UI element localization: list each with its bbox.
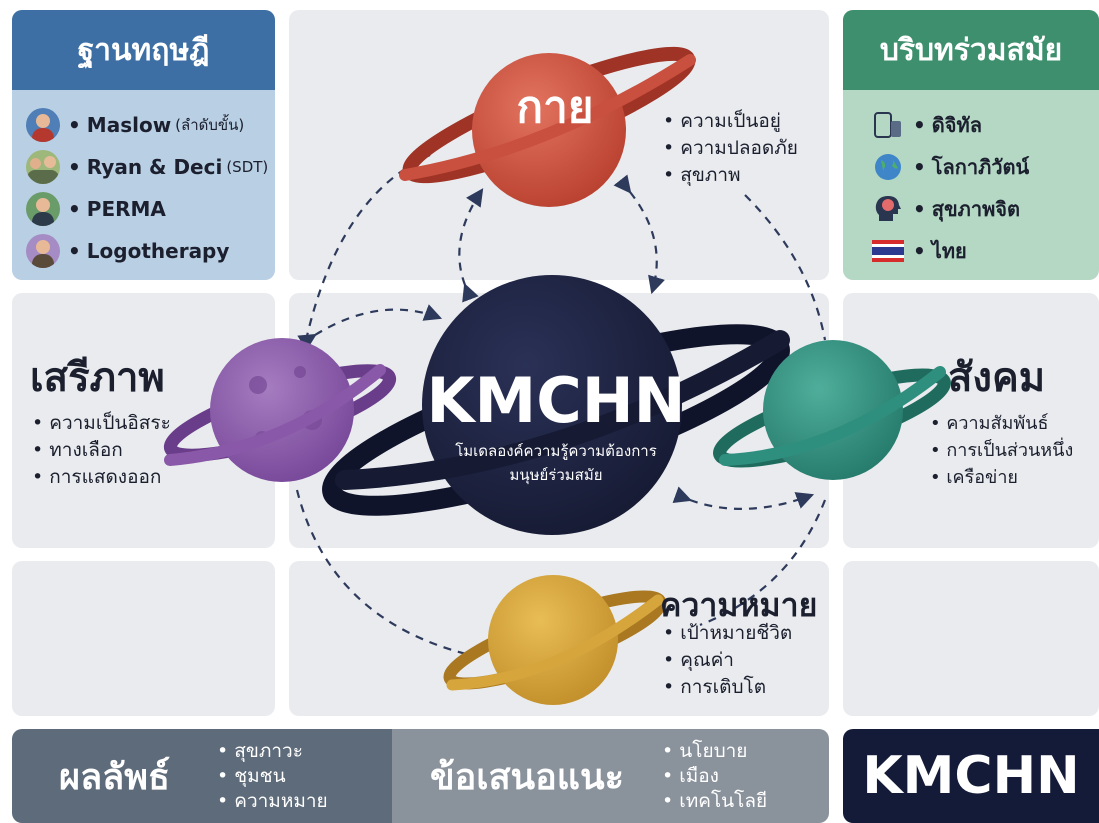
core-title: KMCHN [426,364,685,437]
social-item: การเป็นส่วนหนึ่ง [930,437,1073,464]
context-item-label: โลกาภิวัตน์ [931,155,1030,179]
theory-item-ryan-deci: • Ryan & Deci (SDT) [26,146,275,188]
freedom-item: การแสดงออก [32,464,171,491]
theory-item-maslow: • Maslow (ลำดับขั้น) [26,104,275,146]
thai-flag-icon [871,236,905,266]
brain-head-icon [871,194,905,224]
social-title: สังคม [948,355,1046,401]
connector-outer-topright [744,194,827,341]
recommendations-item: เทคโนโลยี [662,789,767,814]
context-item-globalization: • โลกาภิวัตน์ [871,146,1099,188]
theory-item-note: (SDT) [226,158,269,176]
recommendations-item: เมือง [662,764,767,789]
freedom-item: ความเป็นอิสระ [32,410,171,437]
social-item: ความสัมพันธ์ [930,410,1073,437]
context-item-label: สุขภาพจิต [931,197,1020,221]
outcomes-list: สุขภาวะ ชุมชน ความหมาย [217,739,328,814]
body-list: ความเป็นอยู่ ความปลอดภัย สุขภาพ [663,108,798,189]
connector-outer-bottomright [699,499,827,627]
context-item-thailand: • ไทย [871,230,1099,272]
recommendations-list: นโยบาย เมือง เทคโนโลยี [662,739,767,814]
people-icon [26,150,60,184]
connector-freedom-core [297,304,443,351]
meaning-item: คุณค่า [663,647,792,674]
grid-cell [843,561,1099,716]
planet-core [322,275,790,535]
planet-freedom [163,338,397,482]
context-item-mental-health: • สุขภาพจิต [871,188,1099,230]
body-item: ความเป็นอยู่ [663,108,798,135]
context-item-digital: • ดิจิทัล [871,104,1099,146]
meaning-title: ความหมาย [660,586,818,624]
context-panel-header: บริบทร่วมสมัย [843,10,1099,90]
planet-meaning [443,575,667,705]
person-icon [26,192,60,226]
outcomes-item: ความหมาย [217,789,327,814]
theory-panel: ฐานทฤษฎี • Maslow (ลำดับขั้น) • Ryan & D… [12,10,275,280]
connector-outer-bottomleft [295,489,471,657]
theory-item-name: Ryan & Deci [86,155,223,179]
brand-band: KMCHN [843,729,1099,823]
theory-item-note: (ลำดับขั้น) [175,116,245,134]
connector-body-core-right [613,174,665,295]
body-item: ความปลอดภัย [663,135,798,162]
body-item: สุขภาพ [663,162,798,189]
social-list: ความสัมพันธ์ การเป็นส่วนหนึ่ง เครือข่าย [930,410,1073,491]
context-item-label: ดิจิทัล [931,113,982,137]
outcomes-band: ผลลัพธ์ สุขภาวะ ชุมชน ความหมาย [12,729,392,823]
outcomes-item: สุขภาวะ [217,739,328,764]
context-title: บริบทร่วมสมัย [879,32,1063,68]
theory-item-name: Logotherapy [86,239,230,263]
brand-label: KMCHN [862,746,1080,806]
outcomes-item: ชุมชน [217,764,328,789]
devices-icon [871,110,905,140]
recommendations-title: ข้อเสนอแนะ [430,756,624,798]
theory-title: ฐานทฤษฎี [77,32,210,68]
freedom-item: ทางเลือก [32,437,171,464]
connector-arrows [295,153,827,657]
meaning-item: เป้าหมายชีวิต [663,620,792,647]
globe-icon [871,152,905,182]
context-item-label: ไทย [931,239,967,263]
theory-item-logotherapy: • Logotherapy [26,230,275,272]
theory-item-perma: • PERMA [26,188,275,230]
connector-body-core-left [458,188,484,303]
meaning-list: เป้าหมายชีวิต คุณค่า การเติบโต [663,620,792,701]
planet-social [713,340,951,480]
theory-item-name: Maslow [86,113,172,137]
person-icon [26,234,60,268]
planet-body [399,46,696,207]
recommendations-item: นโยบาย [662,739,767,764]
connector-outer-topleft [298,153,431,371]
theory-panel-header: ฐานทฤษฎี [12,10,275,90]
connector-core-social [672,486,815,510]
meaning-item: การเติบโต [663,674,792,701]
theory-list: • Maslow (ลำดับขั้น) • Ryan & Deci (SDT)… [12,90,275,272]
grid-cell [12,561,275,716]
freedom-list: ความเป็นอิสระ ทางเลือก การแสดงออก [32,410,171,491]
person-icon [26,108,60,142]
core-subtitle-line2: มนุษย์ร่วมสมัย [509,466,602,485]
context-panel: บริบทร่วมสมัย • ดิจิทัล • โลกาภิวัตน์ • … [843,10,1099,280]
context-list: • ดิจิทัล • โลกาภิวัตน์ • สุขภาพจิต • ไท… [843,90,1099,272]
body-title: กาย [516,82,593,133]
core-subtitle-line1: โมเดลองค์ความรู้ความต้องการ [455,442,657,460]
freedom-title: เสรีภาพ [30,355,165,401]
outcomes-title: ผลลัพธ์ [59,756,170,798]
social-item: เครือข่าย [930,464,1073,491]
theory-item-name: PERMA [86,197,166,221]
recommendations-band: ข้อเสนอแนะ นโยบาย เมือง เทคโนโลยี [392,729,829,823]
